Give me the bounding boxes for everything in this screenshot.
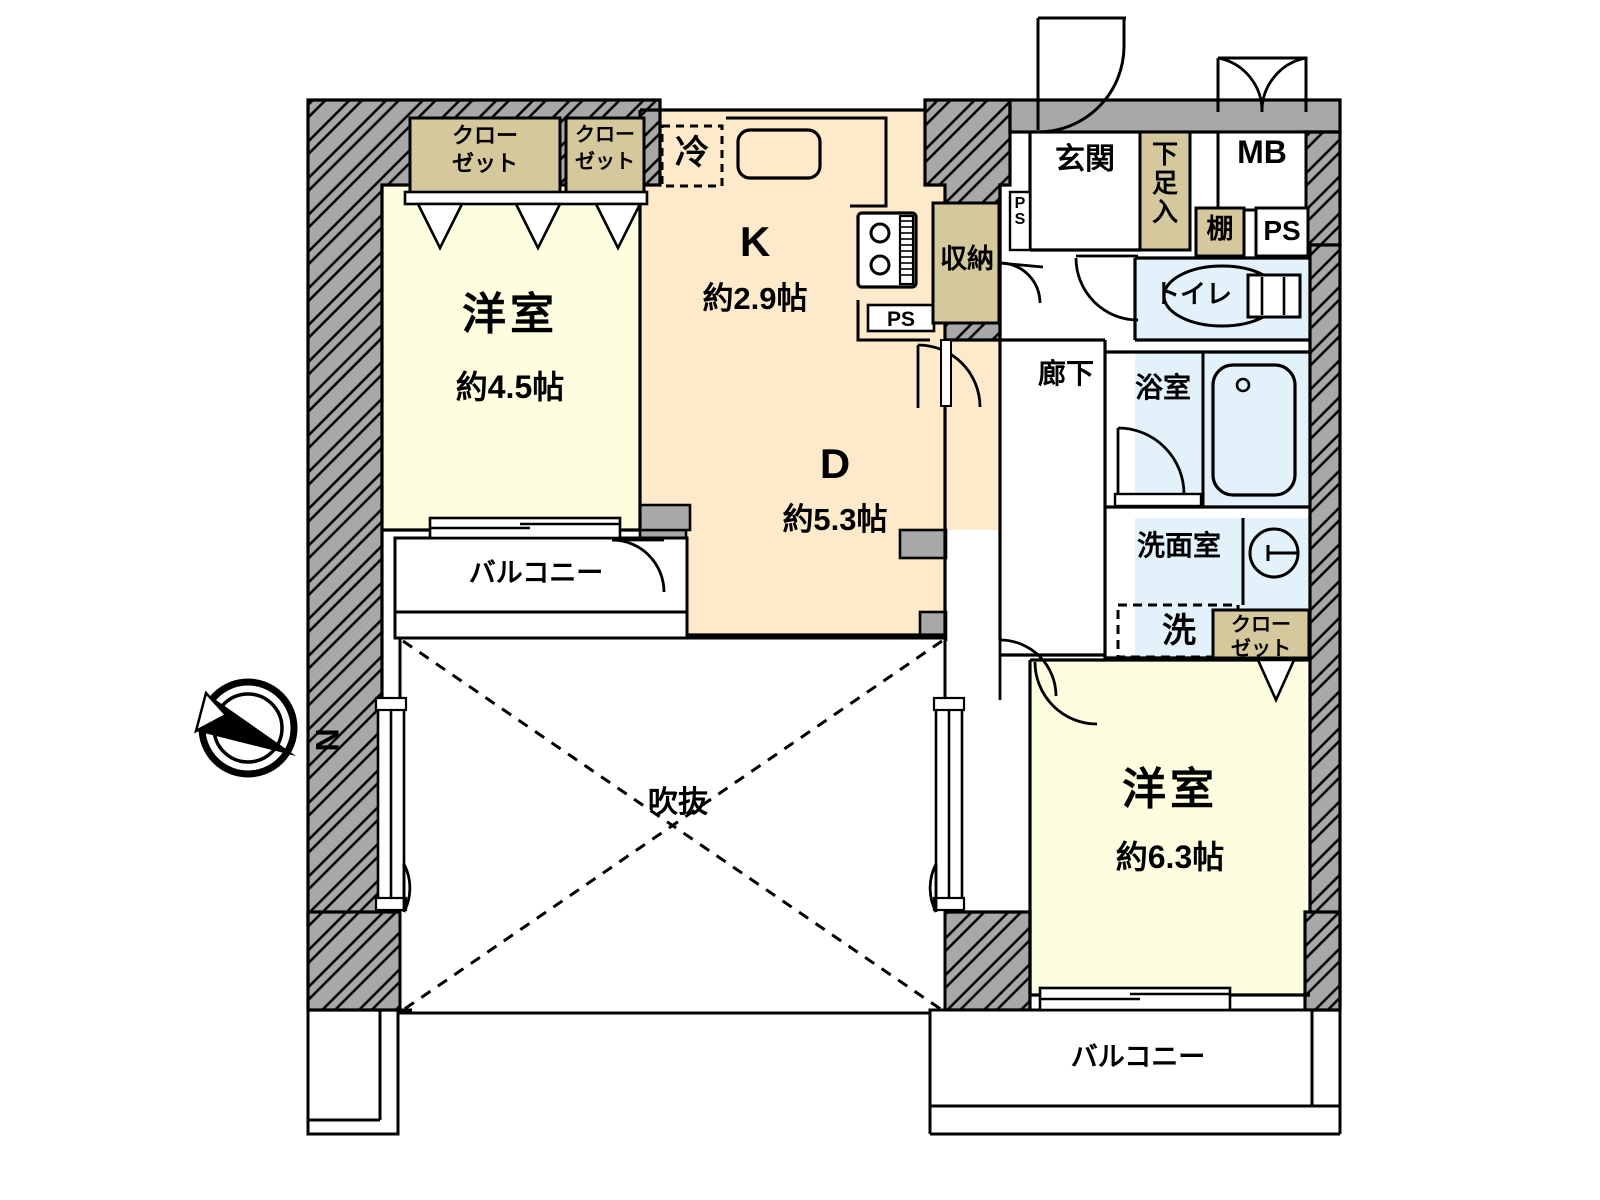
bedroom2-sliding-window (1038, 986, 1232, 1012)
entrance-door-swing[interactable] (1037, 45, 1126, 134)
shoe-box-label: 下足入 (1151, 139, 1178, 228)
ps-kitchen-label: PS (886, 308, 915, 331)
sink-icon (736, 128, 822, 180)
compass-north-label: N (308, 728, 345, 752)
meter-box (1216, 130, 1308, 212)
exterior-wall-north-entry (1008, 98, 1342, 134)
shoe-box-closet[interactable] (1138, 130, 1192, 252)
bedroom-2-floor (1030, 660, 1305, 995)
storage-closet[interactable] (931, 201, 1001, 325)
dining-door-leaf (940, 339, 952, 407)
bedroom-1-name: 洋室 (462, 290, 558, 339)
corridor-label: 廊下 (1037, 358, 1094, 389)
corridor-door-swing (1074, 257, 1139, 322)
void-door-west-swing (402, 863, 412, 913)
void-diagonals (402, 639, 943, 1012)
bathtub-drain-icon (1235, 377, 1251, 393)
closet-nw-door-folds (415, 202, 643, 251)
bathtub-icon (1211, 363, 1297, 497)
closet-nw-right[interactable] (564, 116, 646, 200)
bath-door-swing (1117, 426, 1186, 495)
meter-box-label: MB (1237, 134, 1287, 170)
entrance-label: 玄関 (1055, 143, 1115, 176)
closet-nw-right-label-line2: ゼット (575, 151, 635, 173)
closet-nw-left[interactable] (408, 116, 562, 200)
ps-entry-box (1008, 190, 1032, 252)
dining-name: D (819, 440, 851, 487)
ps-east-label: PS (1263, 215, 1301, 246)
storage-label: 収納 (940, 244, 994, 274)
toilet-label: トイレ (1153, 279, 1232, 309)
toilet-tank-icon (1246, 273, 1302, 319)
shelf-box (1194, 206, 1246, 258)
exterior-wall-sw (306, 910, 414, 1012)
balcony-west-tail (306, 1010, 400, 1136)
kitchen-area: 約2.9帖 (702, 281, 808, 316)
closet-nw-left-label-line2: ゼット (451, 151, 518, 176)
closet-nw-door-rail (403, 190, 649, 206)
kitchen-counter-lower (856, 300, 930, 342)
bedroom-2-name: 洋室 (1122, 765, 1218, 814)
balcony-west (393, 536, 689, 640)
refrigerator-space (660, 124, 724, 188)
void-window-west (374, 696, 408, 912)
exterior-wall-east (1308, 243, 1342, 1007)
bedroom-2-area: 約6.3帖 (1115, 839, 1225, 875)
void-window-east (932, 696, 966, 912)
corridor-washroom-door-swing (999, 638, 1058, 697)
kitchen-name: K (739, 218, 771, 265)
balcony-south-label: バルコニー (1070, 1042, 1206, 1072)
bedroom2-door-swing (1033, 661, 1098, 726)
balcony-west-label: バルコニー (468, 558, 604, 588)
gas-stove-icon (856, 211, 918, 289)
mb-door-swing-right (1260, 56, 1307, 113)
shelf-label: 棚 (1206, 214, 1234, 244)
refrigerator-label: 冷 (675, 134, 709, 172)
washroom-label: 洗面室 (1136, 530, 1221, 561)
void-door-east-swing (928, 863, 938, 913)
wall-nub-5 (638, 503, 692, 532)
void-label: 吹抜 (648, 786, 708, 819)
dining-area: 約5.3帖 (782, 502, 888, 537)
washing-machine-space (1116, 603, 1240, 659)
dining-floor-lower (640, 530, 945, 635)
bedroom-1-floor (382, 185, 640, 530)
closet-east[interactable] (1211, 608, 1311, 660)
closet-east-label-line2: ゼット (1231, 638, 1291, 660)
bedroom-1-area: 約4.5帖 (455, 369, 565, 405)
bath-door-sill (1113, 492, 1203, 508)
bath-label: 浴室 (1134, 372, 1191, 403)
bedroom1-sliding-window (428, 516, 622, 540)
ps-east-box (1254, 206, 1310, 258)
closet-east-door-fold (1255, 658, 1297, 704)
washer-label: 洗 (1162, 612, 1196, 650)
bath-floor (1105, 352, 1310, 507)
closet-nw-right-label-line1: クロー (575, 124, 635, 146)
exterior-wall-se (1303, 910, 1342, 1012)
dining-door-swing (917, 343, 982, 408)
compass-rose (194, 678, 298, 778)
kitchen-counter-edge (726, 116, 888, 208)
wall-nub-2 (898, 528, 948, 560)
closet-east-label-line1: クロー (1231, 614, 1291, 636)
closet-nw-left-label-line1: クロー (451, 123, 518, 148)
